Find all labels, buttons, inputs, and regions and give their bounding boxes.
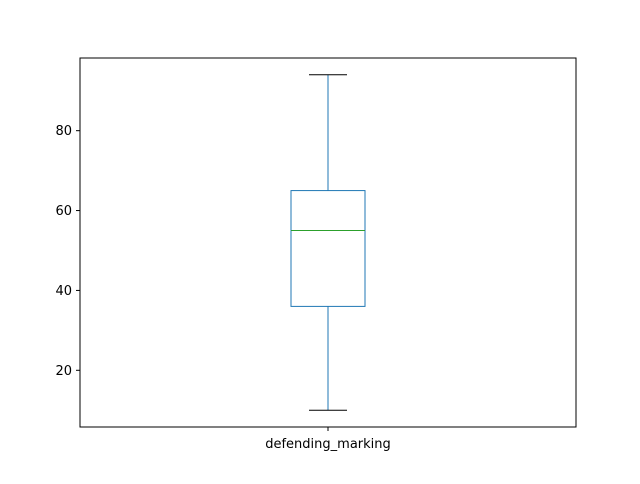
y-tick-label: 80 — [55, 124, 72, 139]
y-tick-label: 20 — [55, 364, 72, 379]
y-axis: 20 40 60 80 — [55, 124, 80, 379]
iqr-box — [290, 190, 366, 307]
x-tick-label: defending_marking — [265, 437, 391, 452]
box-series — [290, 74, 366, 411]
y-tick-label: 60 — [55, 204, 72, 219]
y-tick-label: 40 — [55, 284, 72, 299]
x-axis: defending_marking — [265, 427, 391, 452]
